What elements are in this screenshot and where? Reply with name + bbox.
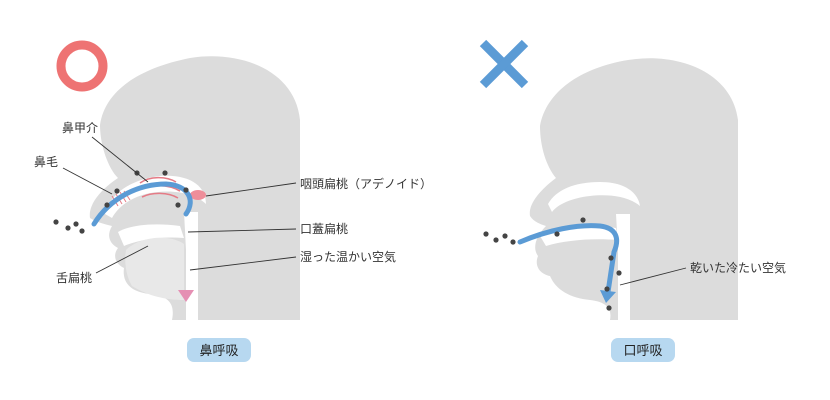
correct-circle-icon	[56, 40, 108, 92]
mouth-caption: 口呼吸	[623, 344, 662, 359]
mouth-caption-pill	[611, 338, 675, 362]
incorrect-cross-icon	[479, 39, 529, 89]
mouth-breathing-panel: 乾いた冷たい空気 口呼吸	[479, 39, 786, 362]
label-humid-air: 湿った温かい空気	[300, 249, 396, 264]
leader-line-dry-air	[619, 267, 687, 286]
label-adenoid: 咽頭扁桃（アデノイド）	[300, 176, 432, 191]
dust-particles-right	[483, 217, 622, 311]
tongue	[125, 237, 184, 300]
label-dry-air: 乾いた冷たい空気	[690, 260, 786, 275]
nasal-caption-pill	[187, 338, 251, 362]
adenoid-shape	[190, 190, 206, 200]
dust-particles	[53, 170, 189, 234]
leader-lines	[62, 136, 297, 274]
nasal-caption: 鼻呼吸	[199, 343, 238, 359]
label-palatine-tonsil: 口蓋扁桃	[300, 221, 348, 236]
label-nose-hair: 鼻毛	[34, 154, 58, 169]
nasal-breathing-panel: 鼻甲介 鼻毛 咽頭扁桃（アデノイド） 口蓋扁桃 湿った温かい空気 舌扁桃 鼻呼吸	[34, 40, 432, 362]
warm-airflow-arrowhead	[178, 290, 194, 302]
mouth-airflow-arrowhead	[600, 290, 616, 303]
mouth-airflow-arrow	[517, 223, 620, 295]
head-silhouette-right	[529, 58, 738, 321]
label-lingual-tonsil: 舌扁桃	[56, 270, 92, 285]
label-nasal-concha: 鼻甲介	[62, 120, 98, 135]
